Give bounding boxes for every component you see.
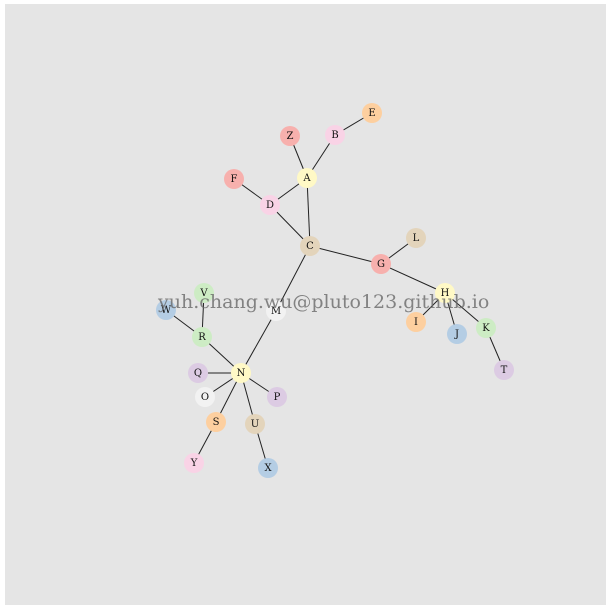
node-label: L <box>413 233 420 244</box>
node-circle <box>447 324 467 344</box>
node-x: X <box>258 458 278 478</box>
node-label: I <box>414 317 418 328</box>
node-a: A <box>297 168 317 188</box>
node-label: M <box>271 306 281 317</box>
node-circle <box>192 327 212 347</box>
node-s: S <box>206 412 226 432</box>
node-circle <box>224 169 244 189</box>
node-label: R <box>198 332 206 343</box>
node-circle <box>406 312 426 332</box>
node-h: H <box>435 283 455 303</box>
node-layer: A B C D E F G H I J K L M N O P Q R S T U V W X Y Z <box>156 103 514 478</box>
node-b: B <box>325 125 345 145</box>
node-circle <box>297 168 317 188</box>
node-label: B <box>331 130 338 141</box>
node-r: R <box>192 327 212 347</box>
node-circle <box>260 195 280 215</box>
node-label: S <box>213 417 220 428</box>
node-f: F <box>224 169 244 189</box>
node-label: F <box>231 174 238 185</box>
watermark-text: yuh.chang.wu@pluto123.github.io <box>157 291 489 313</box>
node-circle <box>325 125 345 145</box>
node-label: Q <box>194 368 202 379</box>
node-circle <box>258 458 278 478</box>
node-y: Y <box>184 453 204 473</box>
node-label: X <box>264 463 272 474</box>
node-circle <box>300 236 320 256</box>
node-label: Z <box>287 131 294 142</box>
node-circle <box>406 228 426 248</box>
edge-c-m <box>275 245 311 312</box>
node-l: L <box>406 228 426 248</box>
edge-m-n <box>240 310 277 374</box>
node-label: E <box>368 108 375 119</box>
node-label: Y <box>190 458 198 469</box>
node-circle <box>266 301 286 321</box>
node-circle <box>267 387 287 407</box>
node-label: D <box>266 200 274 211</box>
node-q: Q <box>188 363 208 383</box>
node-e: E <box>362 103 382 123</box>
node-label: O <box>201 392 209 403</box>
node-m: M <box>266 301 286 321</box>
node-label: J <box>454 329 459 340</box>
node-label: V <box>199 288 208 299</box>
node-i: I <box>406 312 426 332</box>
node-circle <box>231 363 251 383</box>
node-label: C <box>306 241 314 252</box>
node-label: K <box>482 323 490 334</box>
node-circle <box>195 387 215 407</box>
node-circle <box>371 254 391 274</box>
node-d: D <box>260 195 280 215</box>
node-circle <box>280 126 300 146</box>
node-c: C <box>300 236 320 256</box>
edge-a-c <box>306 177 311 247</box>
node-circle <box>194 283 214 303</box>
node-circle <box>184 453 204 473</box>
node-circle <box>156 300 176 320</box>
node-g: G <box>371 254 391 274</box>
node-p: P <box>267 387 287 407</box>
node-label: W <box>161 305 172 316</box>
node-label: A <box>302 173 311 184</box>
node-label: G <box>377 259 385 270</box>
node-k: K <box>476 318 496 338</box>
node-label: T <box>501 365 508 376</box>
node-v: V <box>194 283 214 303</box>
node-circle <box>188 363 208 383</box>
node-u: U <box>245 414 265 434</box>
node-z: Z <box>280 126 300 146</box>
node-circle <box>245 414 265 434</box>
node-label: N <box>237 368 246 379</box>
node-o: O <box>195 387 215 407</box>
node-label: U <box>251 419 259 430</box>
edge-g-h <box>380 263 446 294</box>
node-circle <box>206 412 226 432</box>
node-label: P <box>274 392 281 403</box>
node-t: T <box>494 360 514 380</box>
node-circle <box>476 318 496 338</box>
edge-c-g <box>309 245 382 265</box>
node-circle <box>494 360 514 380</box>
node-label: H <box>441 288 450 299</box>
node-circle <box>435 283 455 303</box>
node-n: N <box>231 363 251 383</box>
node-j: J <box>447 324 467 344</box>
node-circle <box>362 103 382 123</box>
node-w: W <box>156 300 176 320</box>
plot-background <box>5 4 606 605</box>
